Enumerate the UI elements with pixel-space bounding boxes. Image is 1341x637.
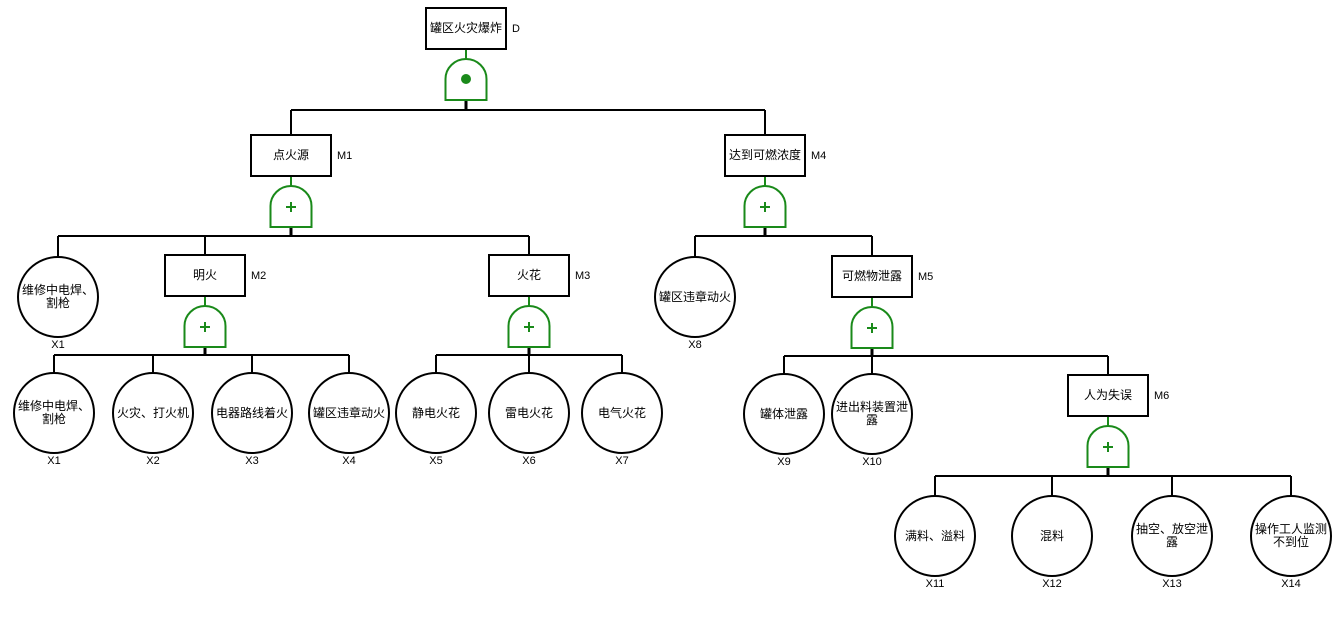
basic-event-label: 静电火花 bbox=[411, 405, 460, 420]
basic-event-id: X1 bbox=[47, 455, 61, 467]
basic-event-x1 bbox=[17, 256, 99, 338]
event-id-m2: M2 bbox=[251, 270, 267, 282]
basic-event-label: 电器路线着火 bbox=[216, 405, 289, 420]
basic-event-label: 维修中电焊、割枪 bbox=[22, 283, 95, 310]
event-box-d bbox=[425, 7, 507, 50]
basic-event-x12 bbox=[1011, 495, 1093, 577]
basic-event-id: X6 bbox=[522, 455, 536, 467]
basic-event-id: X10 bbox=[862, 456, 882, 468]
basic-event-x7 bbox=[581, 372, 663, 454]
event-label-m3: 火花 bbox=[516, 268, 541, 282]
event-id-m6: M6 bbox=[1154, 390, 1170, 402]
basic-event-label: 火灾、打火机 bbox=[117, 405, 190, 420]
basic-event-x4 bbox=[308, 372, 390, 454]
basic-event-x11 bbox=[894, 495, 976, 577]
event-id-d: D bbox=[512, 23, 520, 35]
basic-event-label: 抽空、放空泄露 bbox=[1136, 522, 1209, 549]
basic-event-label: 满料、溢料 bbox=[904, 528, 965, 543]
event-box-m2 bbox=[164, 254, 246, 297]
basic-event-label: 混料 bbox=[1039, 528, 1064, 543]
basic-event-x8 bbox=[654, 256, 736, 338]
event-id-m5: M5 bbox=[918, 271, 934, 283]
event-label-m1: 点火源 bbox=[272, 148, 309, 162]
event-id-m1: M1 bbox=[337, 150, 353, 162]
basic-event-id: X1 bbox=[51, 339, 65, 351]
basic-event-id: X14 bbox=[1281, 578, 1301, 590]
basic-event-id: X3 bbox=[245, 455, 259, 467]
basic-event-id: X4 bbox=[342, 455, 356, 467]
basic-event-x1 bbox=[13, 372, 95, 454]
basic-event-label: 进出料装置泄露 bbox=[836, 400, 909, 427]
basic-event-x6 bbox=[488, 372, 570, 454]
basic-event-id: X13 bbox=[1162, 578, 1182, 590]
event-box-m1 bbox=[250, 134, 332, 177]
basic-event-id: X5 bbox=[429, 455, 443, 467]
event-box-m5 bbox=[831, 255, 913, 298]
basic-event-x3 bbox=[211, 372, 293, 454]
basic-event-id: X11 bbox=[925, 578, 945, 590]
and-gate-dot-icon bbox=[461, 74, 471, 84]
basic-event-id: X7 bbox=[615, 455, 629, 467]
event-box-m3 bbox=[488, 254, 570, 297]
basic-event-label: 电气火花 bbox=[597, 405, 646, 420]
basic-event-label: 罐区违章动火 bbox=[659, 289, 732, 304]
basic-event-id: X12 bbox=[1042, 578, 1062, 590]
basic-event-id: X8 bbox=[688, 339, 702, 351]
basic-event-x2 bbox=[112, 372, 194, 454]
basic-event-label: 罐区违章动火 bbox=[313, 405, 386, 420]
basic-event-x13 bbox=[1131, 495, 1213, 577]
basic-event-id: X9 bbox=[777, 456, 791, 468]
event-label-m2: 明火 bbox=[192, 268, 217, 282]
event-box-m6 bbox=[1067, 374, 1149, 417]
basic-event-label: 罐体泄露 bbox=[759, 406, 808, 421]
basic-event-x9 bbox=[743, 373, 825, 455]
basic-event-x10 bbox=[831, 373, 913, 455]
event-label-d: 罐区火灾爆炸 bbox=[429, 21, 502, 35]
basic-event-x14 bbox=[1250, 495, 1332, 577]
event-box-m4 bbox=[724, 134, 806, 177]
event-id-m3: M3 bbox=[575, 270, 591, 282]
event-label-m4: 达到可燃浓度 bbox=[728, 148, 801, 162]
basic-event-label: 雷电火花 bbox=[504, 405, 553, 420]
event-id-m4: M4 bbox=[811, 150, 827, 162]
basic-event-label: 操作工人监测不到位 bbox=[1255, 522, 1328, 549]
basic-event-label: 维修中电焊、割枪 bbox=[18, 399, 91, 426]
event-label-m6: 人为失误 bbox=[1083, 388, 1132, 402]
basic-event-x5 bbox=[395, 372, 477, 454]
event-label-m5: 可燃物泄露 bbox=[841, 269, 902, 283]
basic-event-id: X2 bbox=[146, 455, 160, 467]
